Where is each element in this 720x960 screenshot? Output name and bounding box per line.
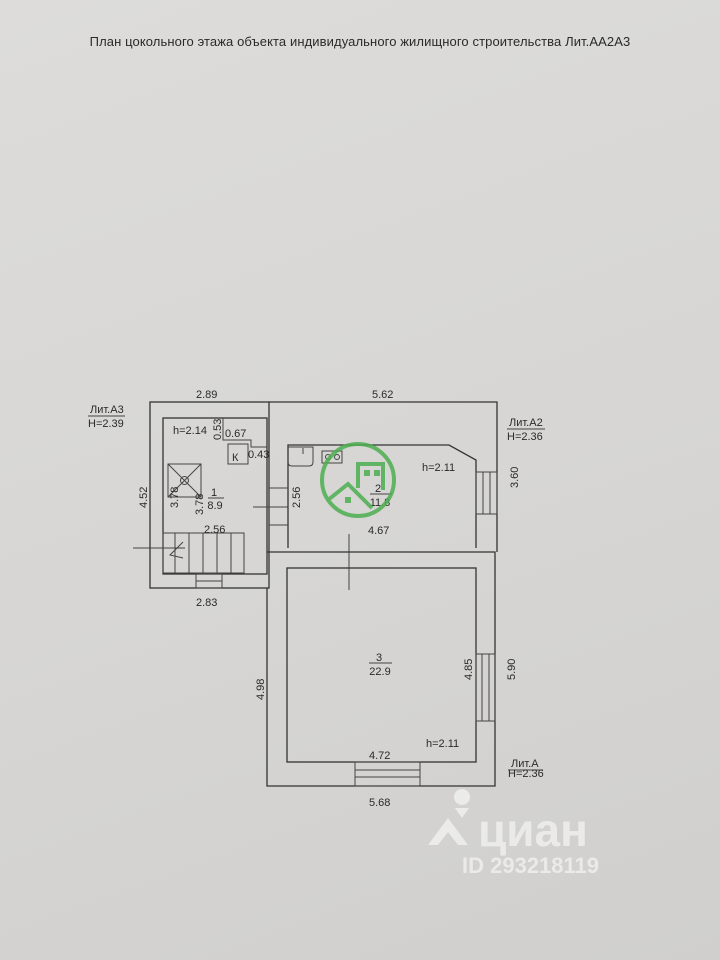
dim-a3-left: 4.52: [138, 487, 150, 508]
room2-number: 2: [375, 483, 381, 495]
dim-a2-bottom: 4.67: [368, 525, 389, 537]
a3-niche: [222, 418, 267, 448]
dim-a2-left: 2.56: [291, 487, 303, 508]
dim-a-left: 4.98: [255, 679, 267, 700]
dim-a2-top: 5.62: [372, 389, 393, 401]
dim-a3-stairs: 2.56: [204, 524, 225, 536]
room1-number: 1: [211, 487, 217, 499]
a-inner-wall: [286, 567, 477, 763]
lit-a2-h: Н=2.36: [507, 431, 543, 443]
lit-a3-h: Н=2.39: [88, 418, 124, 430]
room3-area: 22.9: [369, 666, 390, 678]
watermark-id: ID 293218119: [462, 853, 600, 878]
dim-k-side: 0.43: [248, 449, 269, 461]
room1-area: 8.9: [207, 500, 222, 512]
dim-k-w: 0.67: [225, 428, 246, 440]
stove-icon: [321, 450, 343, 464]
a-outer-wall: [266, 551, 496, 787]
cian-logo-icon: [428, 789, 470, 845]
shaft-square: [167, 463, 202, 498]
watermark-brand: циан: [478, 804, 588, 856]
room3-height: h=2.11: [426, 738, 459, 750]
plan-title: План цокольного этажа объекта индивидуал…: [89, 34, 631, 49]
block-a3: 2.89 2.83 2.56 4.52 3.78 3.78 0.53 0.67 …: [88, 389, 288, 609]
block-a2: 5.62 3.60 2.56 4.67 h=2.11 2 11.8 Лит.А2…: [269, 389, 545, 590]
a-window: [475, 653, 496, 722]
sink-icon: [287, 446, 314, 467]
dim-a-bottom-inner: 4.72: [369, 750, 390, 762]
a-entry-steps: [354, 761, 421, 787]
room2-height: h=2.11: [422, 462, 455, 474]
dim-a-right: 5.90: [506, 659, 518, 680]
dim-a2-right: 3.60: [509, 467, 521, 488]
boiler-label: К: [232, 452, 239, 464]
dim-room1-h: 3.78: [194, 494, 206, 515]
lit-a2: Лит.А2: [509, 417, 543, 429]
lit-a: Лит.А: [511, 758, 539, 770]
lit-a3: Лит.А3: [90, 404, 124, 416]
dim-shaft: 3.78: [169, 487, 181, 508]
dim-a3-bottom: 2.83: [196, 597, 217, 609]
a2-window: [475, 471, 498, 515]
lit-a-h: Н=2.36: [508, 768, 544, 780]
house-stamp-icon: [320, 442, 396, 518]
block-a: 4.98 4.85 5.90 4.72 5.68 h=2.11 3 22.9 Л…: [255, 551, 544, 809]
dim-a3-top: 2.89: [196, 389, 217, 401]
dim-a-right-inner: 4.85: [463, 659, 475, 680]
dim-k-h: 0.53: [212, 419, 224, 440]
boiler-k-box: [227, 443, 249, 465]
room1-height: h=2.14: [173, 425, 207, 437]
stairs-a3: [133, 532, 245, 574]
room3-number: 3: [376, 652, 382, 664]
dim-a-bottom: 5.68: [369, 797, 390, 809]
